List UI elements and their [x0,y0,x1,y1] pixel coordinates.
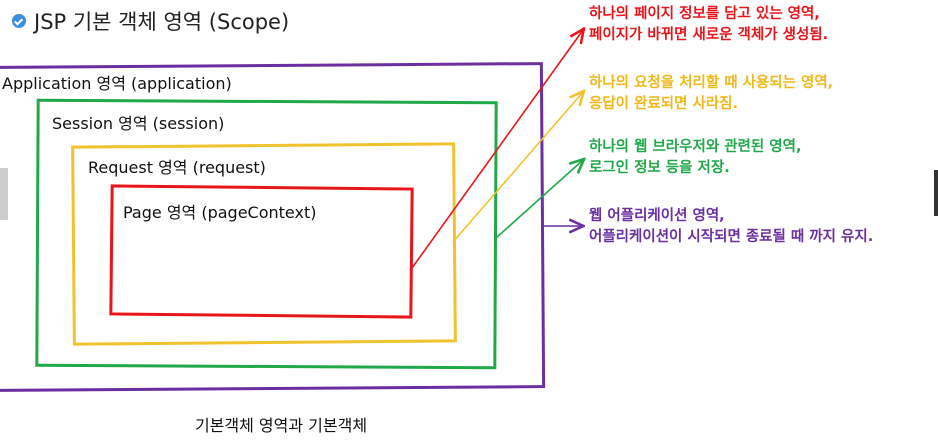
session-desc-line-1: 하나의 웹 브라우저와 관련된 영역, [589,139,802,155]
application-desc-line-1: 웹 어플리케이션 영역, [589,208,725,224]
page-arrow [411,30,583,269]
session-scope-label: Session 영역 (session) [52,114,225,133]
right-edge-bar [934,170,938,216]
page-desc-line-1: 하나의 페이지 정보를 담고 있는 영역, [589,6,820,22]
request-desc-line-2: 응답이 완료되면 사라짐. [589,96,739,112]
application-desc-line-2: 어플리케이션이 시작되면 종료될 때 까지 유지. [589,229,874,245]
page-scope-label: Page 영역 (pageContext) [123,203,317,222]
session-desc-line-2: 로그인 정보 등을 저장. [589,160,730,176]
application-scope-label: Application 영역 (application) [2,74,232,93]
check-circle-icon [12,14,26,28]
figure-caption: 기본객체 영역과 기본객체 [194,416,368,435]
left-edge-bar [0,168,8,220]
request-arrow [452,92,583,243]
request-desc-line-1: 하나의 요청을 처리할 때 사용되는 영역, [589,75,834,91]
page-title: JSP 기본 객체 영역 (Scope) [12,6,289,36]
request-scope-description: 하나의 요청을 처리할 때 사용되는 영역, 응답이 완료되면 사라짐. [589,73,833,115]
page-scope-description: 하나의 페이지 정보를 담고 있는 영역, 페이지가 바뀌면 새로운 객체가 생… [589,4,828,46]
application-scope-description: 웹 어플리케이션 영역, 어플리케이션이 시작되면 종료될 때 까지 유지. [589,206,873,248]
session-scope-description: 하나의 웹 브라우저와 관련된 영역, 로그인 정보 등을 저장. [589,137,801,179]
request-scope-label: Request 영역 (request) [88,158,266,177]
page-desc-line-2: 페이지가 바뀌면 새로운 객체가 생성됨. [589,27,829,43]
session-arrow [495,160,583,239]
page-title-text: JSP 기본 객체 영역 (Scope) [34,10,290,34]
